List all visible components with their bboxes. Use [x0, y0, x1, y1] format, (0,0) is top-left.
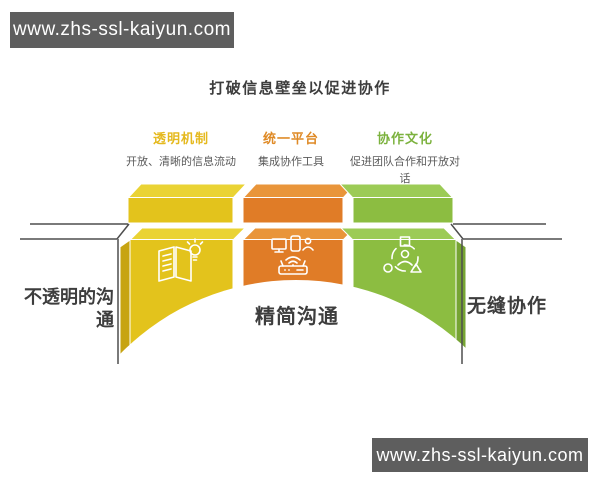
upper-block-yellow — [126, 183, 248, 224]
watermark-top-text: www.zhs-ssl-kaiyun.com — [13, 19, 231, 40]
column-heading: 透明机制 — [152, 131, 209, 146]
watermark-bottom: www.zhs-ssl-kaiyun.com — [372, 438, 588, 472]
column-unified-platform: 统一平台 集成协作工具 — [236, 128, 346, 171]
collaboration-network-icon — [383, 236, 422, 273]
frame-lines-right — [450, 223, 562, 364]
label-opaque-communication: 不透明的沟通 — [24, 287, 114, 331]
connected-devices-icon — [271, 235, 314, 275]
watermark-top: www.zhs-ssl-kaiyun.com — [10, 12, 234, 48]
column-subtitle: 集成协作工具 — [258, 156, 324, 168]
column-subtitle: 促进团队合作和开放对话 — [350, 156, 460, 186]
watermark-bottom-text: www.zhs-ssl-kaiyun.com — [376, 444, 584, 465]
arch-cutout — [54, 280, 538, 480]
upper-block-green — [338, 183, 455, 224]
column-subtitle: 开放、清晰的信息流动 — [126, 156, 236, 168]
label-streamlined-communication: 精简沟通 — [255, 306, 339, 328]
column-heading: 协作文化 — [376, 131, 433, 146]
column-transparent-mechanism: 透明机制 开放、清晰的信息流动 — [118, 128, 244, 171]
page-title: 打破信息壁垒以促进协作 — [209, 80, 391, 97]
label-seamless-collaboration: 无缝协作 — [467, 296, 548, 317]
frame-lines-left — [20, 223, 130, 364]
upper-block-orange — [241, 183, 358, 224]
column-heading: 统一平台 — [262, 131, 319, 146]
column-collaborative-culture: 协作文化 促进团队合作和开放对话 — [348, 128, 462, 188]
book-lightbulb-icon — [158, 238, 204, 282]
